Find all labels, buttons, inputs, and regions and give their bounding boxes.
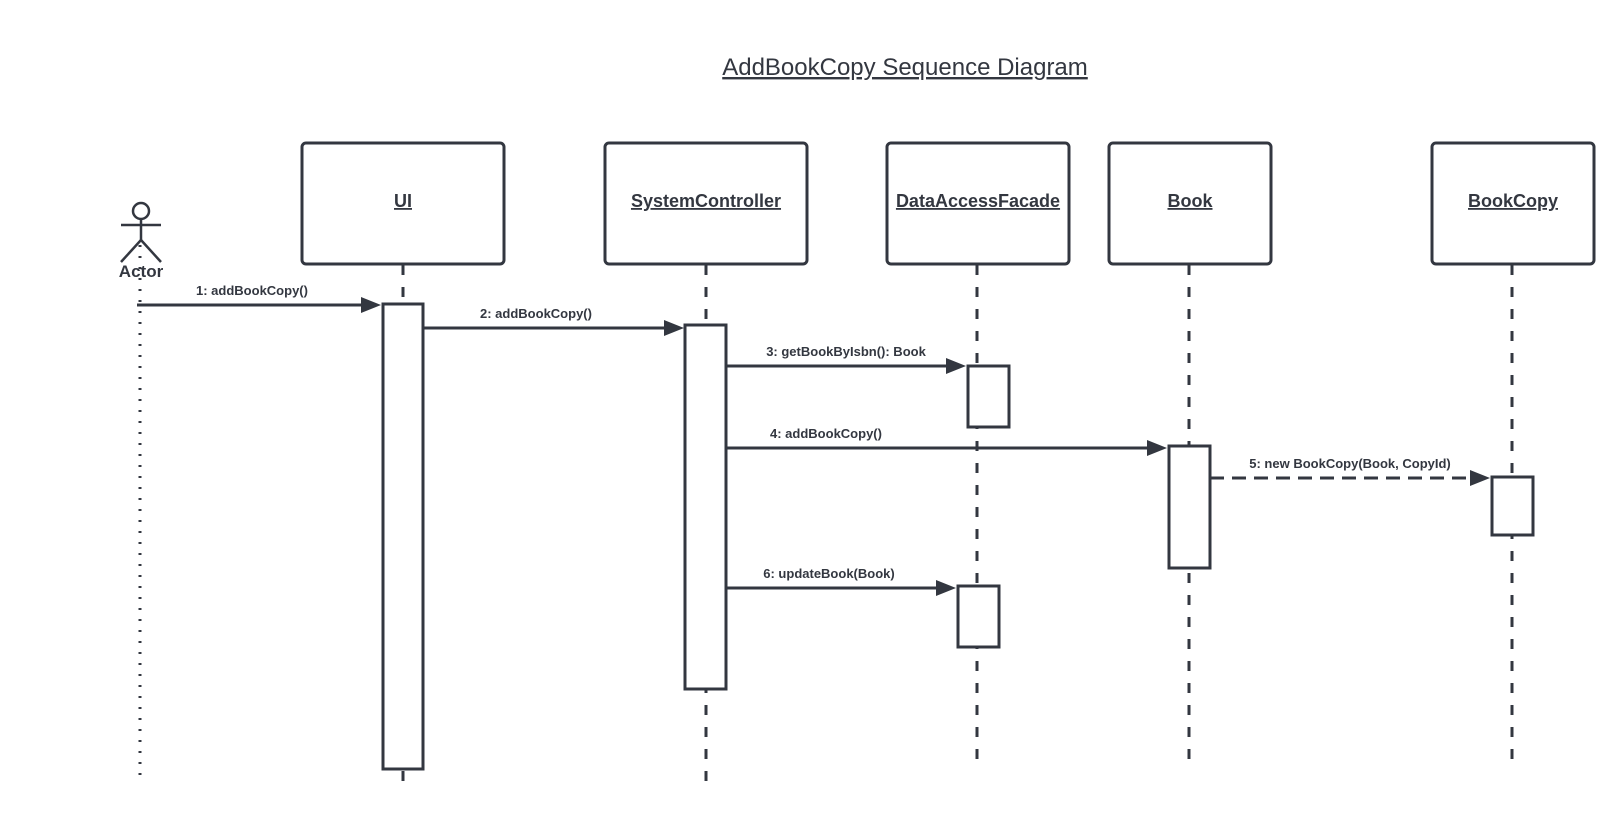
message-5-label: 5: new BookCopy(Book, CopyId) — [1249, 456, 1451, 471]
actor-label: Actor — [119, 262, 164, 281]
system-controller-activation — [683, 323, 728, 691]
actor-icon — [120, 201, 162, 263]
participant-book — [1107, 141, 1273, 266]
book-activation — [1167, 444, 1212, 570]
message-2-label: 2: addBookCopy() — [480, 306, 592, 321]
ui-activation — [381, 302, 425, 771]
diagram-title: AddBookCopy Sequence Diagram — [722, 54, 1088, 81]
participant-system-controller — [603, 141, 809, 266]
book-copy-activation — [1490, 475, 1535, 537]
participant-data-access-facade — [885, 141, 1071, 266]
participant-book-copy — [1430, 141, 1596, 266]
participant-ui — [300, 141, 506, 266]
message-6-label: 6: updateBook(Book) — [763, 566, 894, 581]
message-3-arrowhead — [946, 358, 966, 374]
participant-book-label: Book — [1168, 191, 1214, 211]
data-access-facade-activation-1 — [966, 364, 1011, 429]
message-1-label: 1: addBookCopy() — [196, 283, 308, 298]
message-4-arrowhead — [1147, 440, 1167, 456]
message-2-arrowhead — [664, 320, 684, 336]
message-6-arrowhead — [936, 580, 956, 596]
message-4-label: 4: addBookCopy() — [770, 426, 882, 441]
message-5-arrowhead — [1470, 470, 1490, 486]
message-1-arrowhead — [361, 297, 381, 313]
data-access-facade-activation-2 — [956, 584, 1001, 649]
participant-book-copy-label: BookCopy — [1468, 191, 1558, 211]
message-3-label: 3: getBookByIsbn(): Book — [766, 344, 926, 359]
participant-system-controller-label: SystemController — [631, 191, 781, 211]
participant-data-access-facade-label: DataAccessFacade — [896, 191, 1060, 211]
participant-ui-label: UI — [394, 191, 412, 211]
